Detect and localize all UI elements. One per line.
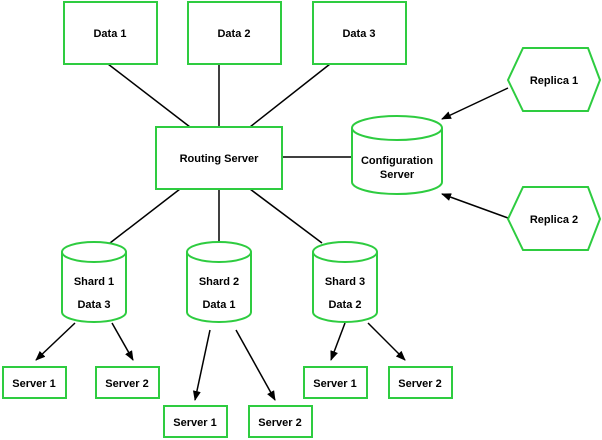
shard1-node: Shard 1 Data 3 [61,241,127,323]
shard3-server1-node: Server 1 [303,366,368,399]
edge-data1-routing [107,63,191,128]
replica1-label: Replica 1 [530,75,578,87]
shard1-server2-label: Server 2 [105,378,148,390]
edges [35,63,509,401]
shard1-server1-label: Server 1 [12,378,55,390]
routing-server-label: Routing Server [180,153,260,165]
edge-routing-shard1 [109,188,181,244]
edge-shard1-server1 [35,322,76,361]
replica1-node: Replica 1 [506,47,602,112]
edge-shard3-server2 [367,322,406,361]
configuration-server-node: Configuration Server [351,115,443,195]
edge-shard1-server2 [111,322,134,361]
data2-node: Data 2 [187,1,282,65]
shard3-server2-node: Server 2 [388,366,453,399]
routing-server-node: Routing Server [155,126,283,190]
data3-node: Data 3 [312,1,407,65]
shard3-node: Shard 3 Data 2 [312,241,378,323]
edge-data3-routing [249,63,331,128]
configuration-server-label-line1: Configuration [361,155,433,167]
edge-shard3-server1 [330,322,346,361]
shard2-data-label: Data 1 [202,299,235,311]
edge-routing-shard3 [249,188,323,244]
data1-label: Data 1 [93,28,126,40]
shard2-label: Shard 2 [199,276,239,288]
shard1-server1-node: Server 1 [2,366,67,399]
data1-node: Data 1 [63,1,158,65]
data3-label: Data 3 [342,28,375,40]
data2-label: Data 2 [217,28,250,40]
shard3-server1-label: Server 1 [313,378,356,390]
shard1-server2-node: Server 2 [95,366,160,399]
shard1-data-label: Data 3 [77,299,110,311]
shard2-server2-node: Server 2 [248,405,313,438]
edge-shard2-server1 [192,329,211,401]
shard3-server2-label: Server 2 [398,378,441,390]
shard2-node: Shard 2 Data 1 [186,241,252,323]
shard3-label: Shard 3 [325,276,365,288]
shard2-server1-node: Server 1 [163,405,228,438]
edge-replica1-config [441,87,509,120]
edge-replica2-config [441,193,509,219]
replica2-label: Replica 2 [530,214,578,226]
replica2-node: Replica 2 [506,186,602,251]
shard2-server2-label: Server 2 [258,417,301,429]
shard3-data-label: Data 2 [328,299,361,311]
configuration-server-label-line2: Server [380,169,415,181]
edge-shard2-server2 [235,329,276,401]
shard1-label: Shard 1 [74,276,114,288]
shard2-server1-label: Server 1 [173,417,216,429]
